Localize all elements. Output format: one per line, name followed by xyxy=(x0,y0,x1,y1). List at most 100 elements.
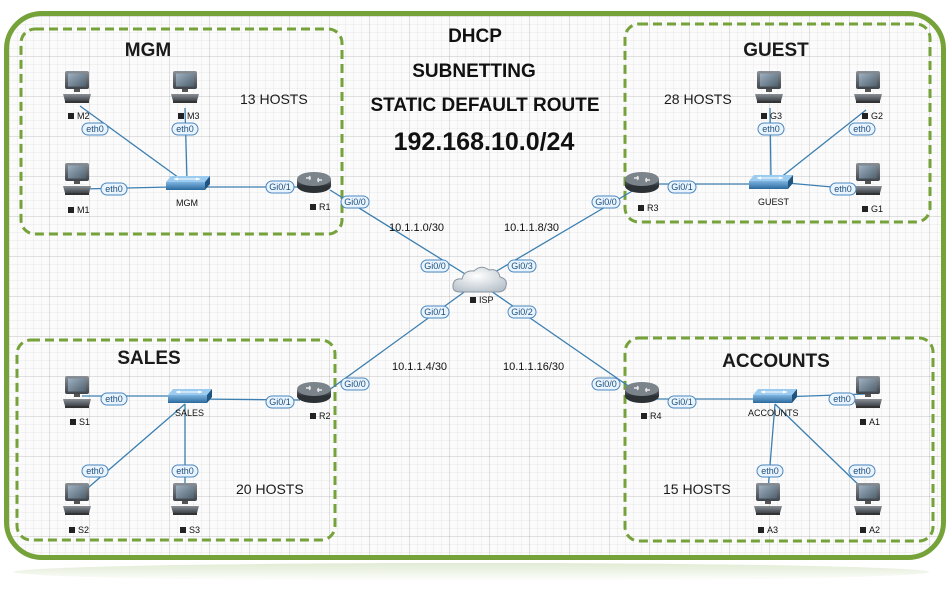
zone-mgm xyxy=(19,27,344,236)
title-dhcp: DHCP xyxy=(448,26,502,47)
port-m1-eth0: eth0 xyxy=(100,182,128,196)
pc-g3-label: G3 xyxy=(770,111,782,121)
switch-guest-label: GUEST xyxy=(758,197,790,207)
port-mgm-switch-gi01: Gi0/1 xyxy=(265,180,295,194)
zone-mgm-title: MGM xyxy=(125,40,171,61)
isp-cloud[interactable]: ISP xyxy=(452,266,507,305)
subnet-r1: 10.1.1.0/30 xyxy=(389,222,444,234)
pc-m3[interactable]: M3 xyxy=(171,71,200,121)
svg-text:Gi0/1: Gi0/1 xyxy=(671,397,693,407)
pc-g1-label: G1 xyxy=(871,204,883,214)
svg-text:eth0: eth0 xyxy=(833,394,851,404)
switch-guest[interactable]: GUEST xyxy=(748,174,794,207)
pc-m3-label: M3 xyxy=(187,111,200,121)
pc-s2-label: S2 xyxy=(78,525,89,535)
pc-a2-label: A2 xyxy=(869,525,880,535)
svg-text:eth0: eth0 xyxy=(853,124,871,134)
port-r3-gi01: Gi0/1 xyxy=(667,180,697,194)
zone-sales xyxy=(15,338,337,542)
port-r4-gi01: Gi0/1 xyxy=(667,395,697,409)
port-m2-eth0: eth0 xyxy=(81,122,109,136)
mgm-host-count: 13 HOSTS xyxy=(240,91,308,107)
svg-text:Gi0/1: Gi0/1 xyxy=(269,182,291,192)
subnet-r4: 10.1.1.16/30 xyxy=(503,361,564,373)
port-s2-eth0: eth0 xyxy=(81,464,109,478)
router-r4[interactable]: R4 xyxy=(624,381,662,421)
pc-g2[interactable]: G2 xyxy=(854,71,883,121)
pc-m2[interactable]: M2 xyxy=(63,71,91,121)
guest-host-count: 28 HOSTS xyxy=(664,91,732,107)
router-r4-label: R4 xyxy=(650,411,662,421)
svg-text:eth0: eth0 xyxy=(86,466,104,476)
pc-s1[interactable]: S1 xyxy=(63,376,91,427)
switch-mgm[interactable]: MGM xyxy=(165,175,211,208)
router-r1-label: R1 xyxy=(319,202,331,212)
pc-a3-label: A3 xyxy=(767,525,778,535)
pc-g2-label: G2 xyxy=(871,111,883,121)
zone-accounts-title: ACCOUNTS xyxy=(722,351,830,372)
svg-text:eth0: eth0 xyxy=(105,184,123,194)
svg-text:Gi0/3: Gi0/3 xyxy=(511,261,533,271)
port-a3-eth0: eth0 xyxy=(756,464,784,478)
svg-text:Gi0/1: Gi0/1 xyxy=(424,307,446,317)
pc-m2-label: M2 xyxy=(77,111,90,121)
svg-text:eth0: eth0 xyxy=(176,124,194,134)
port-isp-gi02: Gi0/2 xyxy=(507,305,537,319)
svg-text:eth0: eth0 xyxy=(834,184,852,194)
port-labels: eth0 eth0 eth0 Gi0/1 Gi0/0 Gi0/0 Gi0/3 G… xyxy=(81,122,876,478)
title-subnetting: SUBNETTING xyxy=(412,61,536,82)
port-sales-switch-gi01: Gi0/1 xyxy=(265,395,295,409)
svg-text:eth0: eth0 xyxy=(105,394,123,404)
title-static-default-route: STATIC DEFAULT ROUTE xyxy=(370,95,599,116)
port-isp-gi03: Gi0/3 xyxy=(507,259,537,273)
port-isp-gi01: Gi0/1 xyxy=(420,305,450,319)
network-address: 192.168.10.0/24 xyxy=(394,128,575,156)
port-g3-eth0: eth0 xyxy=(757,122,785,136)
pc-a3[interactable]: A3 xyxy=(754,483,782,535)
switch-sales[interactable]: SALES xyxy=(167,388,213,418)
port-r4-gi00: Gi0/0 xyxy=(591,377,621,391)
port-s3-eth0: eth0 xyxy=(171,464,199,478)
frame-reflection xyxy=(14,563,929,581)
pc-g1[interactable]: G1 xyxy=(854,163,883,214)
pc-s2[interactable]: S2 xyxy=(63,483,91,535)
port-s1-eth0: eth0 xyxy=(100,392,128,406)
pc-a1[interactable]: A1 xyxy=(854,376,882,427)
port-g1-eth0: eth0 xyxy=(829,182,857,196)
router-r2[interactable]: R2 xyxy=(296,381,332,421)
pc-g3[interactable]: G3 xyxy=(755,71,783,121)
sales-host-count: 20 HOSTS xyxy=(236,481,304,497)
pc-s3-label: S3 xyxy=(189,525,200,535)
router-r2-label: R2 xyxy=(319,411,331,421)
pc-s3[interactable]: S3 xyxy=(171,483,200,535)
router-r3[interactable]: R3 xyxy=(624,171,660,213)
zone-sales-title: SALES xyxy=(117,348,180,369)
svg-text:Gi0/0: Gi0/0 xyxy=(344,379,366,389)
switch-sales-label: SALES xyxy=(175,408,204,418)
router-r3-label: R3 xyxy=(647,203,659,213)
svg-text:Gi0/1: Gi0/1 xyxy=(671,182,693,192)
zone-guest-title: GUEST xyxy=(743,40,809,61)
isp-label: ISP xyxy=(479,295,494,305)
router-r1[interactable]: R1 xyxy=(296,171,332,212)
subnet-r3: 10.1.1.8/30 xyxy=(504,222,559,234)
svg-text:Gi0/2: Gi0/2 xyxy=(511,307,533,317)
accounts-host-count: 15 HOSTS xyxy=(663,481,731,497)
switch-accounts[interactable]: ACCOUNTS xyxy=(748,388,799,418)
svg-text:Gi0/0: Gi0/0 xyxy=(344,197,366,207)
zone-accounts xyxy=(623,336,935,543)
svg-text:eth0: eth0 xyxy=(761,466,779,476)
pc-m1-label: M1 xyxy=(77,205,90,215)
port-m3-eth0: eth0 xyxy=(171,122,199,136)
pc-m1[interactable]: M1 xyxy=(63,163,91,215)
pc-s1-label: S1 xyxy=(79,417,90,427)
cloud-icon xyxy=(452,266,507,293)
svg-text:eth0: eth0 xyxy=(176,466,194,476)
subnet-r2: 10.1.1.4/30 xyxy=(392,361,447,373)
svg-text:eth0: eth0 xyxy=(853,466,871,476)
port-r1-gi00: Gi0/0 xyxy=(340,195,370,209)
switch-mgm-label: MGM xyxy=(176,198,198,208)
pc-a1-label: A1 xyxy=(869,417,880,427)
pc-a2[interactable]: A2 xyxy=(854,483,882,535)
